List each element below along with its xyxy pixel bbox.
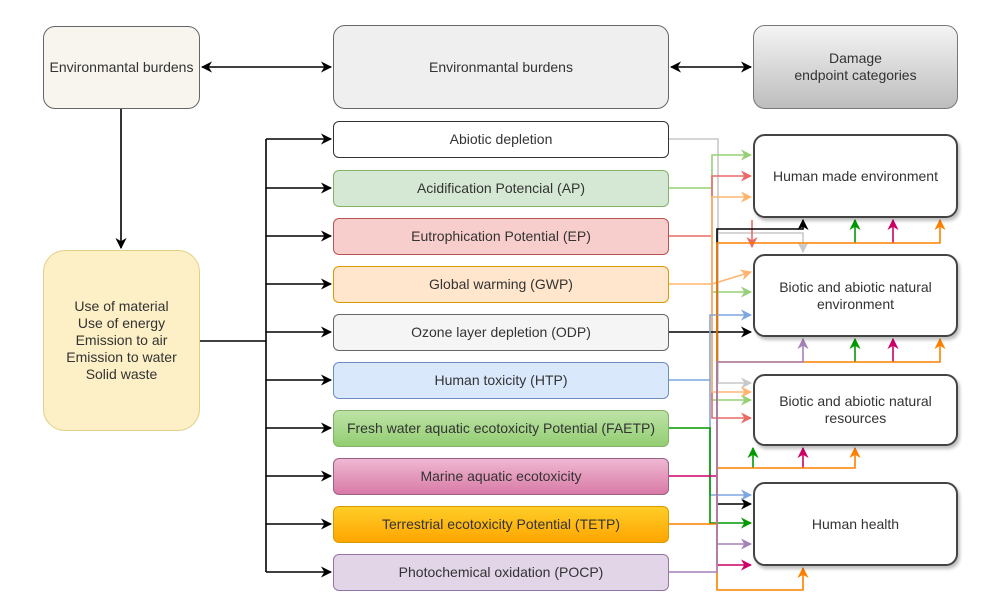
endpoint-natural-environment-box[interactable]: Biotic and abiotic natural environment [753,254,958,337]
connector-arrow [669,337,809,573]
connector-arrow [711,269,753,285]
inventory-inputs-box[interactable]: Use of material Use of energy Emission t… [43,250,200,431]
impact-category-label: Ozone layer depletion (ODP) [411,324,591,340]
impact-category-label: Fresh water aquatic ecotoxicity Potentia… [346,420,656,436]
connector-arrow [711,284,753,398]
impact-category-box[interactable]: Terrestrial ecotoxicity Potential (TETP) [333,506,669,543]
impact-category-box[interactable]: Fresh water aquatic ecotoxicity Potentia… [333,410,669,447]
connector-arrow [717,337,946,363]
impact-category-box[interactable]: Abiotic depletion [333,121,669,158]
endpoint-natural-environment-label: Biotic and abiotic natural environment [779,278,932,312]
impact-category-label: Human toxicity (HTP) [434,372,568,388]
environmental-burdens-box[interactable]: Environmantal burdens [333,25,669,109]
endpoint-natural-resources-box[interactable]: Biotic and abiotic natural resources [753,374,958,446]
impact-category-box[interactable]: Eutrophication Potential (EP) [333,218,669,255]
impact-category-label: Marine aquatic ecotoxicity [420,468,582,484]
impact-category-label: Terrestrial ecotoxicity Potential (TETP) [381,516,621,532]
connector-arrow [669,218,809,333]
impact-category-label: Acidification Potencial (AP) [416,180,586,196]
endpoint-natural-resources-label: Biotic and abiotic natural resources [779,393,932,426]
damage-endpoint-categories-label: Damage endpoint categories [794,50,917,83]
impact-category-box[interactable]: Acidification Potencial (AP) [333,170,669,207]
endpoint-human-made-environment-label: Human made environment [773,167,938,184]
impact-category-box[interactable]: Ozone layer depletion (ODP) [333,314,669,351]
connector-arrow [709,380,753,501]
impact-category-box[interactable]: Human toxicity (HTP) [333,362,669,399]
damage-endpoint-categories-box[interactable]: Damage endpoint categories [753,25,958,109]
impact-category-label: Photochemical oxidation (POCP) [398,564,604,580]
endpoint-human-health-label: Human health [811,515,900,532]
environmental-burdens-source-box[interactable]: Environmantal burdens [43,26,200,109]
impact-category-box[interactable]: Global warming (GWP) [333,266,669,303]
impact-category-label: Abiotic depletion [449,131,553,147]
environmental-burdens-source-label: Environmantal burdens [49,59,194,75]
connector-arrow [669,309,753,381]
impact-category-label: Eutrophication Potential (EP) [411,228,591,244]
connector-arrow [669,170,753,237]
connector-arrow [669,218,946,525]
connector-arrow [669,149,753,189]
endpoint-human-made-environment-box[interactable]: Human made environment [753,134,958,218]
environmental-burdens-label: Environmantal burdens [429,58,573,75]
impact-category-box[interactable]: Marine aquatic ecotoxicity [333,458,669,495]
connector-arrow [717,446,861,469]
connector-arrow [669,191,753,285]
impact-category-box[interactable]: Photochemical oxidation (POCP) [333,554,669,591]
endpoint-human-health-box[interactable]: Human health [753,482,958,566]
inventory-inputs-label: Use of material Use of energy Emission t… [66,298,177,382]
impact-category-label: Global warming (GWP) [429,276,573,292]
connector-abiotic [717,233,753,389]
